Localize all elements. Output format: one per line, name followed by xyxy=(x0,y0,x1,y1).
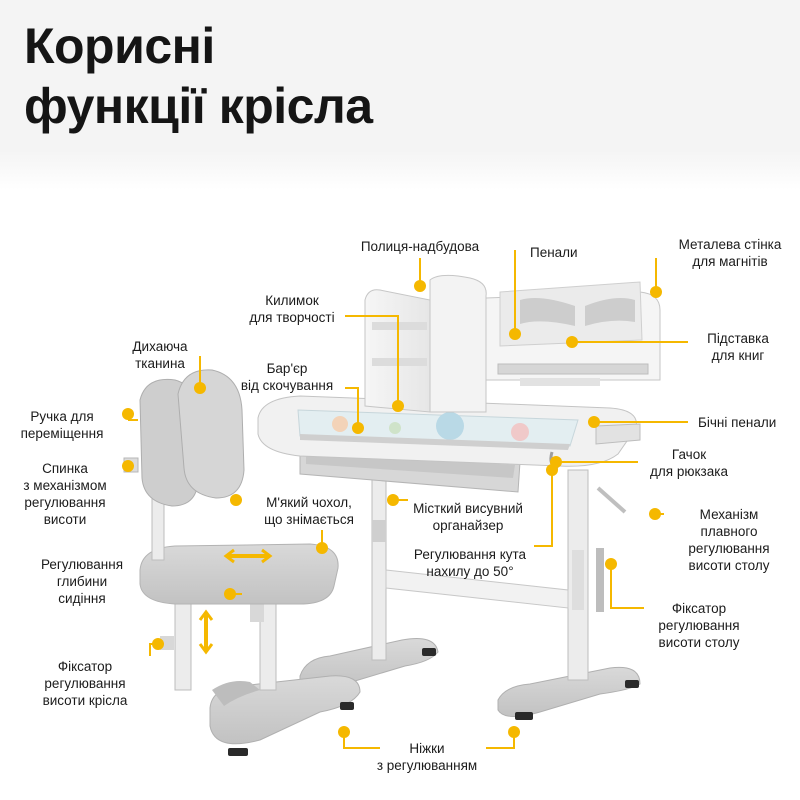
label-seat-depth: Регулювання глибини сидіння xyxy=(40,557,124,606)
accent-markers xyxy=(198,548,273,655)
label-pencil-cases: Пенали xyxy=(530,245,578,260)
label-backpack-hook: Гачок для рюкзака xyxy=(650,447,728,479)
label-barrier: Бар'єр від скочування xyxy=(240,361,334,393)
desk xyxy=(257,274,661,720)
page-title: Корисні функції крісла xyxy=(24,16,373,136)
label-tilt: Регулювання кута нахилу до 50° xyxy=(413,547,527,579)
label-handle: Ручка для переміщення xyxy=(20,409,104,441)
label-shelf: Полиця-надбудова xyxy=(360,239,480,254)
label-legs: Ніжки з регулюванням xyxy=(376,741,478,773)
title-fade xyxy=(0,150,800,190)
label-metal-wall: Металева стінка для магнітів xyxy=(678,237,782,269)
label-creative-mat: Килимок для творчості xyxy=(249,293,335,325)
label-organizer: Місткий висувний органайзер xyxy=(413,501,523,533)
marker-dots xyxy=(122,280,662,738)
label-backrest: Спинка з механізмом регулювання висоти xyxy=(23,461,107,527)
label-book-stand: Підставка для книг xyxy=(707,331,769,363)
label-chair-lock: Фіксатор регулювання висоти крісла xyxy=(42,659,128,708)
label-side-cases: Бічні пенали xyxy=(698,415,777,430)
chair xyxy=(123,369,361,756)
label-breathable-fabric: Дихаюча тканина xyxy=(132,339,188,371)
title-line-2: функції крісла xyxy=(24,78,373,134)
label-table-lock: Фіксатор регулювання висоти столу xyxy=(658,601,740,650)
title-band xyxy=(0,0,800,160)
label-soft-cover: М'який чохол, що знімається xyxy=(264,495,354,527)
title-line-1: Корисні xyxy=(24,18,215,74)
label-height-mechanism: Механізм плавного регулювання висоти сто… xyxy=(688,507,770,573)
